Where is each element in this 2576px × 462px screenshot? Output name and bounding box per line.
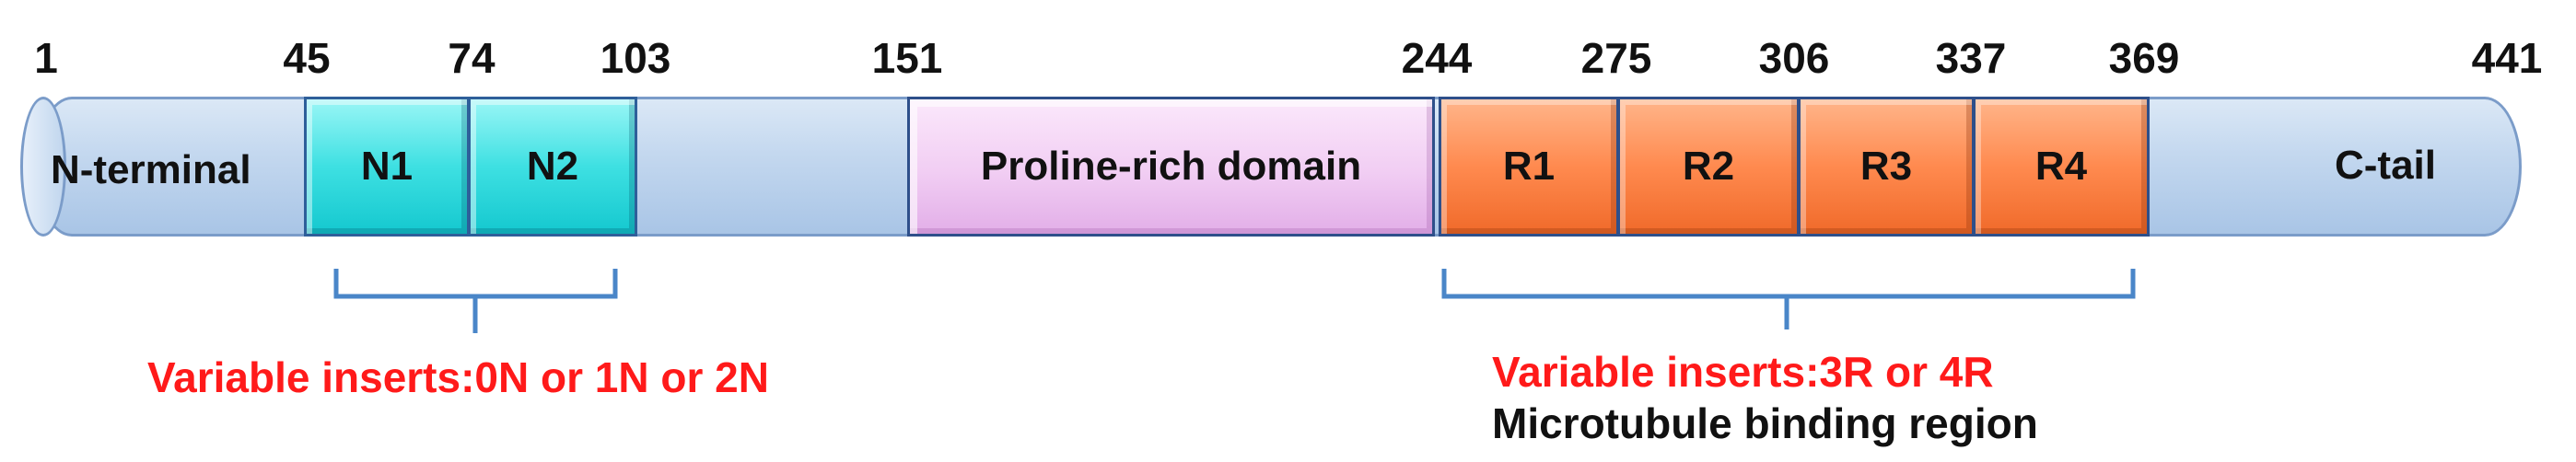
position-151: 151 [871, 34, 943, 82]
domain-proline-rich-label: Proline-rich domain [980, 144, 1362, 189]
domain-r4: R4 [1973, 97, 2150, 237]
protein-backbone-end-cap [20, 97, 66, 237]
domain-r2-label: R2 [1682, 144, 1735, 189]
position-244: 244 [1401, 34, 1473, 82]
position-306: 306 [1758, 34, 1830, 82]
microtubule-binding-annotation: Microtubule binding region [1492, 399, 2038, 447]
domain-n2: N2 [468, 97, 637, 237]
domain-n1: N1 [304, 97, 470, 237]
n-terminal-label: N-terminal [51, 147, 251, 192]
domain-n1-label: N1 [360, 144, 414, 189]
r-inserts-annotation: Variable inserts:3R or 4R [1492, 348, 1994, 396]
position-337: 337 [1935, 34, 2007, 82]
position-45: 45 [283, 34, 331, 82]
position-1: 1 [34, 34, 58, 82]
n-inserts-bracket [333, 269, 618, 333]
domain-proline-rich: Proline-rich domain [907, 97, 1435, 237]
domain-r3-label: R3 [1859, 144, 1913, 189]
position-103: 103 [600, 34, 671, 82]
position-369: 369 [2108, 34, 2180, 82]
position-441: 441 [2471, 34, 2543, 82]
domain-r2: R2 [1617, 97, 1800, 237]
domain-r1-label: R1 [1502, 144, 1556, 189]
c-tail-label: C-tail [2335, 143, 2436, 188]
position-275: 275 [1580, 34, 1652, 82]
domain-n2-label: N2 [526, 144, 579, 189]
domain-r4-label: R4 [2034, 144, 2088, 189]
domain-r3: R3 [1798, 97, 1975, 237]
n-inserts-annotation: Variable inserts:0N or 1N or 2N [147, 353, 769, 401]
position-74: 74 [448, 34, 495, 82]
r-repeats-bracket [1441, 269, 2136, 329]
